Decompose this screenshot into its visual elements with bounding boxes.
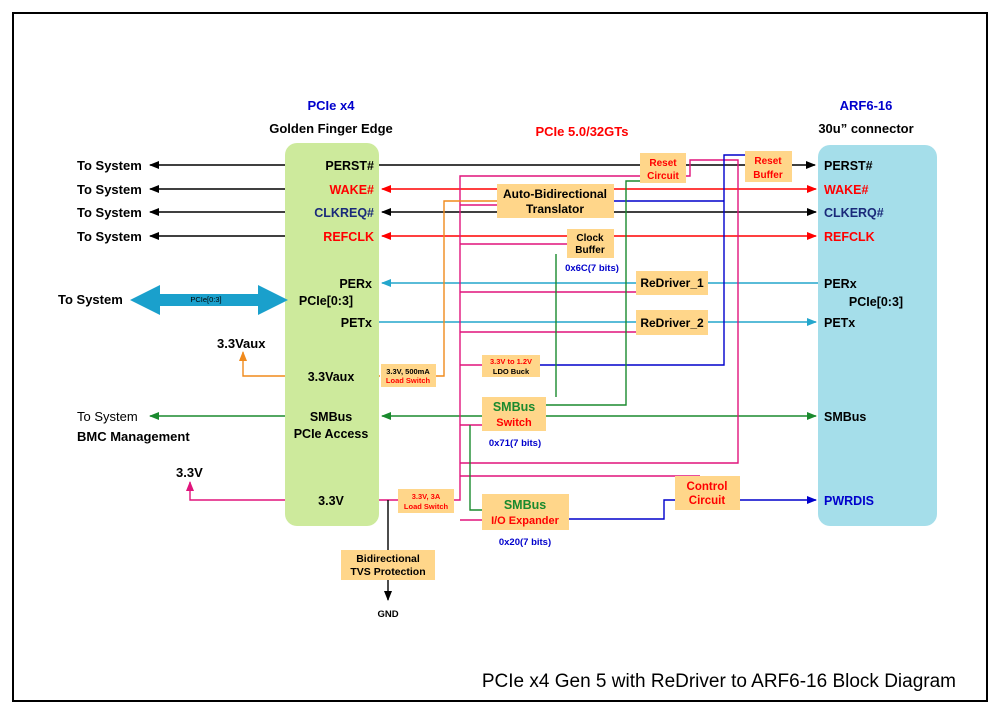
v33-in-line	[186, 481, 285, 501]
clock-buffer-l1: Clock	[576, 233, 604, 244]
to-system-2: To System	[77, 182, 142, 197]
smbus-to-io-exp	[469, 425, 482, 511]
redriver1-box	[636, 271, 708, 295]
left-sig-perx: PERx	[339, 277, 372, 291]
control-l2: Circuit	[689, 495, 726, 507]
left-title-1: PCIe x4	[308, 98, 356, 113]
right-sig-smbus: SMBus	[824, 410, 866, 424]
reset-circuit-box	[640, 153, 686, 183]
load-switch-1-box	[381, 364, 436, 387]
left-sig-perst: PERST#	[325, 159, 374, 173]
reset-buffer-l1: Reset	[754, 156, 782, 167]
pcie-bus-arrow	[130, 285, 288, 315]
tvs-box	[341, 550, 435, 580]
smbus-switch-l1: SMBus	[493, 400, 535, 414]
io-exp-l1: SMBus	[504, 498, 546, 512]
to-system-bus: To System	[58, 292, 123, 307]
smbus-switch-addr: 0x71(7 bits)	[489, 438, 541, 449]
left-sig-petx: PETx	[341, 316, 372, 330]
ldo-box	[482, 355, 540, 377]
control-l1: Control	[687, 481, 728, 493]
reset-circuit-l1: Reset	[649, 158, 677, 169]
left-sig-wake: WAKE#	[330, 183, 375, 197]
left-sig-smbus: SMBus	[310, 410, 352, 424]
left-sig-v33: 3.3V	[318, 494, 344, 508]
right-title-2: 30u” connector	[818, 121, 913, 136]
redriver2-label: ReDriver_2	[640, 316, 704, 330]
left-sig-refclk: REFCLK	[323, 230, 374, 244]
v33-rail-reset-buffer	[460, 159, 739, 464]
io-exp-l2: I/O Expander	[491, 515, 560, 527]
smbus-switch-box	[482, 397, 546, 431]
ldo-out-wire	[540, 154, 745, 366]
left-sig-clkreq: CLKREQ#	[314, 206, 374, 220]
load-switch-1-l2: Load Switch	[386, 376, 431, 385]
ldo-l2: LDO Buck	[493, 367, 530, 376]
smbus-switch-l2: Switch	[496, 417, 532, 429]
bmc-management: BMC Management	[77, 429, 190, 444]
io-expander-box	[482, 494, 569, 530]
golden-finger-block	[285, 143, 379, 526]
ioexp-to-control	[569, 499, 675, 520]
to-system-smbus: To System	[77, 409, 138, 424]
right-sig-perst: PERST#	[824, 159, 873, 173]
redriver1-label: ReDriver_1	[640, 276, 704, 290]
arf6-connector-block	[818, 145, 937, 526]
load-switch-2-box	[398, 489, 454, 513]
right-sig-pcie: PCIe[0:3]	[849, 295, 903, 309]
tvs-l1: Bidirectional	[356, 553, 420, 565]
tvs-l2: TVS Protection	[350, 566, 425, 578]
footer-title: PCIe x4 Gen 5 with ReDriver to ARF6-16 B…	[482, 671, 956, 692]
clock-addr: 0x6C(7 bits)	[565, 263, 619, 274]
load-switch-1-l1: 3.3V, 500mA	[386, 367, 430, 376]
right-sig-perx: PERx	[824, 277, 857, 291]
smbus-to-reset	[546, 180, 640, 406]
reset-buffer-box	[745, 151, 792, 182]
translator-box	[497, 184, 614, 218]
v33-rail-main	[454, 175, 640, 501]
translator-l1: Auto-Bidirectional	[503, 187, 607, 201]
v33-external: 3.3V	[176, 465, 203, 480]
right-sig-wake: WAKE#	[824, 183, 869, 197]
left-sig-pcie: PCIe[0:3]	[299, 294, 353, 308]
bus-label: PCIe[0:3]	[190, 295, 221, 304]
load-switch-2-l2: Load Switch	[404, 502, 449, 511]
vaux-out-line	[239, 351, 285, 377]
redriver2-box	[636, 310, 708, 335]
to-system-1: To System	[77, 158, 142, 173]
right-title-1: ARF6-16	[840, 98, 893, 113]
vaux-to-translator	[436, 200, 497, 377]
left-title-2: Golden Finger Edge	[269, 121, 393, 136]
reset-circuit-l2: Circuit	[647, 171, 679, 182]
speed-label: PCIe 5.0/32GTs	[536, 124, 629, 139]
right-sig-petx: PETx	[824, 316, 855, 330]
translator-l2: Translator	[526, 202, 584, 216]
io-exp-addr: 0x20(7 bits)	[499, 537, 551, 548]
clock-buffer-l2: Buffer	[575, 245, 605, 256]
to-system-4: To System	[77, 229, 142, 244]
control-circuit-box	[675, 476, 740, 510]
left-sig-vaux: 3.3Vaux	[308, 370, 355, 384]
load-switch-2-l1: 3.3V, 3A	[412, 492, 441, 501]
right-sig-refclk: REFCLK	[824, 230, 875, 244]
right-sig-pwrdis: PWRDIS	[824, 494, 874, 508]
gnd-label: GND	[377, 609, 398, 620]
vaux-external: 3.3Vaux	[217, 336, 266, 351]
clock-buffer-box	[567, 229, 614, 258]
ldo-l1: 3.3V to 1.2V	[490, 357, 532, 366]
right-sig-clkerq: CLKERQ#	[824, 206, 884, 220]
left-sig-pcie-access: PCIe Access	[294, 427, 369, 441]
to-system-3: To System	[77, 205, 142, 220]
reset-buffer-l2: Buffer	[753, 170, 783, 181]
